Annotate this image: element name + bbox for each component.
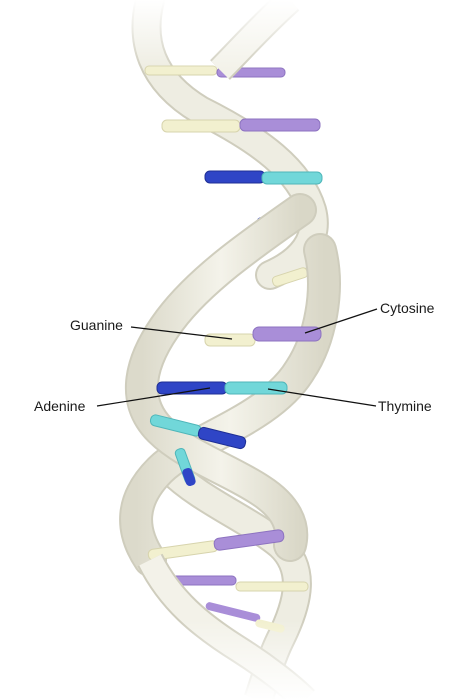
label-guanine: Guanine	[70, 317, 123, 333]
base-pair-3	[204, 170, 323, 185]
adenine-leader	[96, 387, 211, 407]
label-adenine: Adenine	[34, 398, 86, 414]
guanine-leader	[130, 326, 233, 340]
leader-lines	[96, 308, 378, 407]
base-pair-slanted	[149, 414, 247, 450]
base-pair-lower-1	[147, 529, 285, 561]
cytosine-leader	[304, 308, 378, 334]
middle-backbone-strand	[124, 193, 317, 562]
label-thymine: Thymine	[378, 398, 432, 414]
adenine-thymine-pair	[156, 381, 288, 395]
thymine-leader	[267, 388, 377, 407]
label-cytosine: Cytosine	[380, 300, 435, 316]
base-pair-vertical	[174, 448, 196, 487]
base-pair-2	[161, 118, 321, 133]
